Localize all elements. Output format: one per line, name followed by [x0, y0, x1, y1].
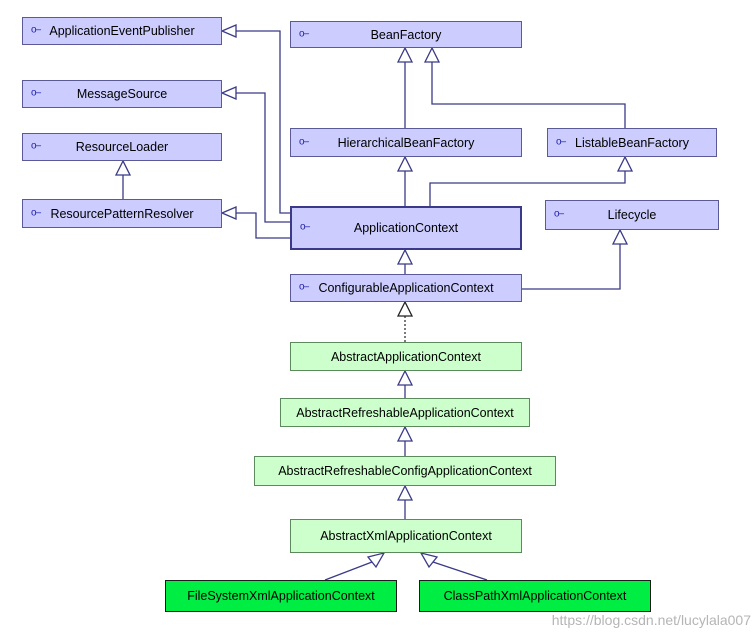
bean-factory-label: BeanFactory	[370, 27, 442, 42]
resource-loader-box: o– ResourceLoader	[22, 133, 222, 161]
file-system-xml-application-context-label: FileSystemXmlApplicationContext	[187, 589, 375, 603]
abstract-refreshable-config-application-context-label: AbstractRefreshableConfigApplicationCont…	[278, 464, 532, 478]
arrowhead-axac-right	[419, 551, 439, 569]
resource-pattern-resolver-label: ResourcePatternResolver	[50, 206, 194, 221]
resource-loader-label: ResourceLoader	[75, 140, 169, 154]
arrowhead-arac	[396, 425, 414, 442]
lifecycle-box: o– Lifecycle	[545, 200, 719, 230]
connector-fsxac-to-axac	[324, 561, 373, 581]
connector-ac-to-rpr	[236, 212, 290, 239]
interface-icon: o–	[299, 28, 309, 40]
class-path-xml-application-context-label: ClassPathXmlApplicationContext	[443, 589, 627, 603]
application-context-box: o– ApplicationContext	[290, 206, 522, 250]
message-source-label: MessageSource	[76, 87, 168, 101]
configurable-application-context-box: o– ConfigurableApplicationContext	[290, 274, 522, 302]
lifecycle-label: Lifecycle	[607, 208, 657, 222]
watermark: https://blog.csdn.net/lucylala007	[551, 612, 751, 628]
bean-factory-box: o– BeanFactory	[290, 21, 522, 48]
listable-bean-factory-box: o– ListableBeanFactory	[547, 128, 717, 157]
interface-icon: o–	[299, 281, 309, 293]
resource-pattern-resolver-box: o– ResourcePatternResolver	[22, 199, 222, 228]
connector-ac-to-lbf	[429, 171, 626, 206]
arrowhead-ms	[220, 86, 237, 100]
abstract-xml-application-context-box: AbstractXmlApplicationContext	[290, 519, 522, 553]
interface-icon: o–	[31, 24, 41, 36]
arrowhead-hbf	[396, 155, 414, 172]
application-context-label: ApplicationContext	[353, 221, 459, 235]
connector-cac-to-lifecycle	[522, 244, 621, 290]
connector-ac-to-aep	[236, 30, 290, 214]
abstract-xml-application-context-label: AbstractXmlApplicationContext	[320, 529, 492, 543]
arrowhead-lbf	[616, 155, 634, 172]
arrowhead-cac	[396, 300, 414, 317]
interface-icon: o–	[31, 140, 41, 152]
arrowhead-ac	[396, 248, 414, 265]
arrowhead-aac	[396, 369, 414, 386]
hierarchical-bean-factory-label: HierarchicalBeanFactory	[337, 135, 475, 150]
listable-bean-factory-label: ListableBeanFactory	[575, 135, 689, 150]
abstract-refreshable-config-application-context-box: AbstractRefreshableConfigApplicationCont…	[254, 456, 556, 486]
arrowhead-axac-left	[366, 551, 386, 569]
arrowhead-rl	[114, 159, 132, 176]
arrowhead-bf-right	[423, 46, 441, 63]
connector-cpxac-to-axac	[432, 561, 488, 581]
interface-icon: o–	[300, 221, 310, 233]
abstract-application-context-label: AbstractApplicationContext	[330, 349, 482, 364]
arrowhead-bf-left	[396, 46, 414, 63]
application-event-publisher-label: ApplicationEventPublisher	[49, 24, 195, 38]
hierarchical-bean-factory-box: o– HierarchicalBeanFactory	[290, 128, 522, 157]
class-path-xml-application-context-box: ClassPathXmlApplicationContext	[419, 580, 651, 612]
abstract-refreshable-application-context-box: AbstractRefreshableApplicationContext	[280, 398, 530, 427]
connector-ac-to-ms	[236, 92, 290, 223]
message-source-box: o– MessageSource	[22, 80, 222, 108]
application-event-publisher-box: o– ApplicationEventPublisher	[22, 17, 222, 45]
interface-icon: o–	[31, 87, 41, 99]
interface-icon: o–	[556, 136, 566, 148]
configurable-application-context-label: ConfigurableApplicationContext	[318, 281, 494, 295]
abstract-application-context-box: AbstractApplicationContext	[290, 342, 522, 371]
interface-icon: o–	[554, 208, 564, 220]
interface-icon: o–	[31, 207, 41, 219]
interface-icon: o–	[299, 136, 309, 148]
arrowhead-lifecycle	[611, 228, 629, 245]
arrowhead-aep	[220, 24, 237, 38]
file-system-xml-application-context-box: FileSystemXmlApplicationContext	[165, 580, 397, 612]
abstract-refreshable-application-context-label: AbstractRefreshableApplicationContext	[296, 405, 514, 420]
arrowhead-rpr	[220, 206, 237, 220]
arrowhead-arcac	[396, 484, 414, 501]
connector-lbf-to-bf	[431, 62, 626, 128]
